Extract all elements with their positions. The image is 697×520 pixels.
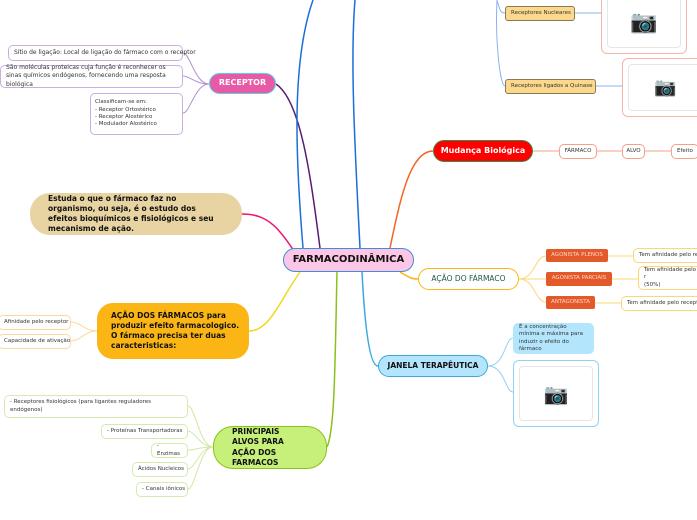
central-topic[interactable]: FARMACODINÂMICA (283, 248, 414, 272)
type-note[interactable]: Tem afinidade pelo r (50%) (638, 266, 697, 290)
receptor-item[interactable]: Sítio de ligação: Local de ligação do fá… (8, 45, 196, 61)
receptores-nucleares-node[interactable]: Receptores Nucleares (505, 6, 575, 21)
acao-do-farmaco-node[interactable]: AÇÃO DO FÁRMACO (418, 268, 519, 290)
janela-note[interactable]: É a concentração mínima e máxima para in… (513, 323, 594, 354)
alvos-node[interactable]: PRINCIPAIS ALVOS PARA AÇÃO DOS FARMACOS (213, 426, 327, 469)
type-note[interactable]: Tem afinidade pelo re (633, 248, 697, 263)
receptor-item[interactable]: São moléculas proteicas cuja função é re… (0, 64, 183, 88)
acao-dos-farmacos-node[interactable]: AÇÃO DOS FÁRMACOS para produzir efeito f… (97, 303, 249, 359)
camera-icon: 📷 (543, 381, 569, 406)
type-agonista-plenos[interactable]: AGONISTA PLENOS (546, 249, 608, 262)
alvo-item[interactable]: - Receptores fisiológicos (para ligantes… (4, 395, 188, 418)
alvo-item[interactable]: - Proteínas Transportadoras (101, 424, 188, 439)
chain-efeito[interactable]: Efeito (671, 144, 697, 159)
alvo-item[interactable]: - Enzimas (151, 443, 188, 458)
image-placeholder[interactable]: 📷 (622, 58, 697, 117)
janela-node[interactable]: JANELA TERAPÊUTICA (378, 355, 488, 377)
type-antagonista[interactable]: ANTAGONISTA (546, 296, 595, 309)
acao-item[interactable]: Capacidade de ativação (0, 334, 71, 349)
receptor-node[interactable]: RECEPTOR (209, 73, 276, 94)
type-note[interactable]: Tem afinidade pelo recept (621, 296, 697, 311)
chain-farmaco[interactable]: FÁRMACO (559, 144, 597, 159)
chain-alvo[interactable]: ALVO (622, 144, 645, 159)
camera-icon: 📷 (630, 9, 658, 35)
image-placeholder[interactable]: 📷 (601, 0, 687, 54)
receptores-quinase-node[interactable]: Receptores ligados a Quinase (505, 79, 596, 94)
acao-item[interactable]: Afinidade pelo receptor (0, 315, 71, 330)
alvo-item[interactable]: Ácidos Nucleicos (132, 462, 188, 477)
receptor-item[interactable]: Classificam-se em: - Receptor Ortostéric… (90, 93, 183, 135)
image-placeholder[interactable]: 📷 (513, 360, 599, 427)
definition-node[interactable]: Estuda o que o fármaco faz no organismo,… (30, 193, 242, 235)
mudanca-node[interactable]: Mudança Biológica (433, 140, 533, 162)
type-agonista-parciais[interactable]: AGONISTA PARCIAIS (546, 272, 612, 286)
camera-icon: 📷 (654, 77, 677, 98)
alvo-item[interactable]: - Canais iônicos (136, 482, 188, 497)
